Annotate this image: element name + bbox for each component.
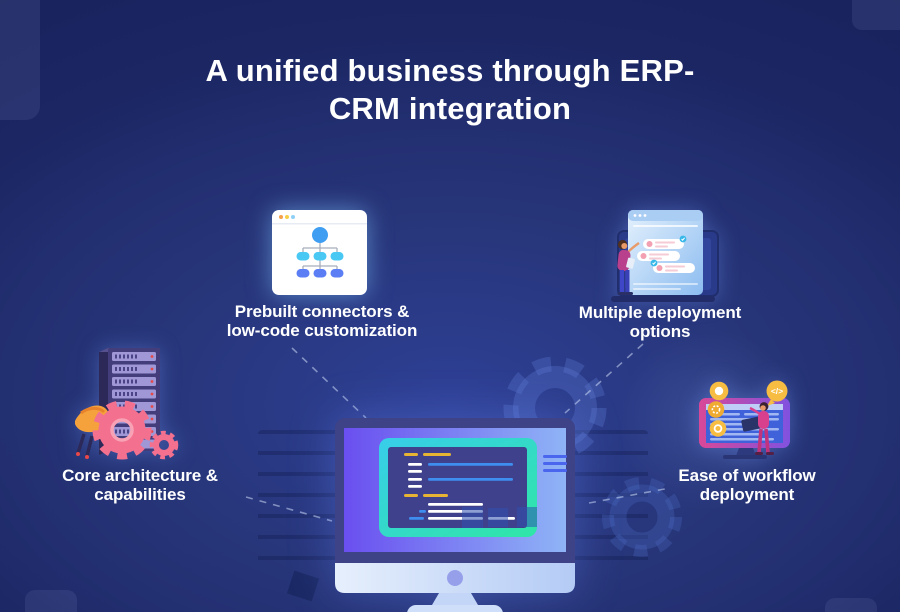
- checklist-item: [637, 251, 680, 261]
- server-gears-icon: [75, 345, 187, 463]
- label-line: Core architecture &: [62, 466, 218, 485]
- checklist-item: [650, 259, 695, 273]
- coin-icon: [709, 381, 729, 401]
- browser-flowchart-icon: [272, 210, 367, 295]
- label-line: capabilities: [94, 485, 186, 504]
- gear-coin-icon: [707, 401, 725, 418]
- label-core-architecture: Core architecture & capabilities: [10, 466, 270, 504]
- label-ease-of-workflow: Ease of workflow deployment: [617, 466, 877, 504]
- checklist-item: [643, 235, 687, 249]
- title-line-1: A unified business through ERP-: [205, 53, 695, 88]
- label-line: Ease of workflow: [678, 466, 816, 485]
- label-line: Prebuilt connectors &: [234, 302, 410, 321]
- ring-coin-icon: [709, 420, 727, 437]
- deployment-checklist-icon: [605, 205, 720, 305]
- code-glyph: </>: [771, 386, 783, 396]
- corner-accent-top-right: [852, 0, 900, 30]
- label-line: options: [629, 322, 691, 341]
- workflow-monitor-icon: </>: [688, 368, 800, 462]
- connector-dashed-line: [291, 347, 367, 419]
- label-line: Multiple deployment: [578, 303, 742, 322]
- server-slats: [112, 352, 156, 449]
- label-line: low-code customization: [226, 321, 418, 340]
- code-bubble-icon: </>: [766, 380, 788, 406]
- code-editor-window: [379, 438, 537, 537]
- page-title: A unified business through ERP- CRM inte…: [0, 52, 900, 128]
- person-figure: [617, 239, 640, 295]
- label-line: deployment: [699, 485, 795, 504]
- corner-accent-bottom-left: [25, 590, 77, 612]
- desktop-code-monitor: [335, 418, 575, 612]
- background-square-accent: [286, 570, 320, 602]
- gear-icon: [149, 430, 179, 460]
- corner-accent-top-left: [0, 0, 40, 120]
- monitor-camera-dot: [447, 570, 463, 586]
- label-multiple-deployment: Multiple deployment options: [530, 303, 790, 341]
- title-line-2: CRM integration: [328, 91, 572, 126]
- gear-icon: [92, 400, 152, 460]
- person-figure: [741, 402, 774, 455]
- menu-lines-icon: [543, 455, 567, 472]
- label-prebuilt-connectors: Prebuilt connectors & low-code customiza…: [192, 302, 452, 340]
- corner-accent-bottom-right: [825, 598, 877, 612]
